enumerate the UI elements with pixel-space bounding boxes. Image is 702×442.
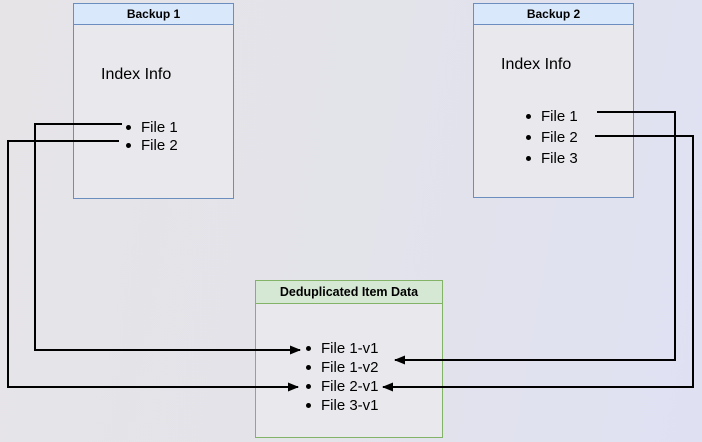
dedup-title: Deduplicated Item Data bbox=[279, 285, 419, 299]
list-item: File 1-v1 bbox=[306, 339, 379, 358]
backup2-header: Backup 2 bbox=[474, 4, 633, 25]
backup1-box: Backup 1 Index Info File 1 File 2 bbox=[73, 3, 234, 199]
backup2-index-info-label: Index Info bbox=[501, 56, 572, 73]
list-item: File 2 bbox=[126, 136, 178, 154]
list-item: File 2-v1 bbox=[306, 377, 379, 396]
bullet-icon bbox=[526, 114, 531, 119]
backup2-title: Backup 2 bbox=[526, 7, 581, 21]
list-item: File 1 bbox=[126, 118, 178, 136]
bullet-icon bbox=[526, 135, 531, 140]
backup1-index-info-label: Index Info bbox=[101, 66, 172, 83]
dedup-header: Deduplicated Item Data bbox=[256, 281, 442, 304]
dedup-file1v1-label: File 1-v1 bbox=[321, 340, 379, 357]
list-item: File 1 bbox=[526, 106, 578, 127]
dedup-file2v1-label: File 2-v1 bbox=[321, 378, 379, 395]
dedup-file3v1-label: File 3-v1 bbox=[321, 397, 379, 414]
backup1-file1-label: File 1 bbox=[141, 118, 178, 136]
dedup-file1v2-label: File 1-v2 bbox=[321, 359, 379, 376]
bullet-icon bbox=[306, 346, 311, 351]
backup1-header: Backup 1 bbox=[74, 4, 233, 25]
backup1-file-list: File 1 File 2 bbox=[126, 118, 178, 154]
bullet-icon bbox=[306, 403, 311, 408]
backup2-file2-label: File 2 bbox=[541, 129, 578, 146]
list-item: File 1-v2 bbox=[306, 358, 379, 377]
bullet-icon bbox=[126, 124, 131, 130]
bullet-icon bbox=[306, 365, 311, 370]
backup2-file1-label: File 1 bbox=[541, 108, 578, 125]
backup2-file-list: File 1 File 2 File 3 bbox=[526, 106, 578, 169]
backup2-file3-label: File 3 bbox=[541, 150, 578, 167]
backup2-box: Backup 2 Index Info File 1 File 2 File 3 bbox=[473, 3, 634, 198]
bullet-icon bbox=[306, 384, 311, 389]
list-item: File 3-v1 bbox=[306, 396, 379, 415]
backup1-title: Backup 1 bbox=[126, 7, 181, 21]
bullet-icon bbox=[526, 156, 531, 161]
dedup-box: Deduplicated Item Data File 1-v1 File 1-… bbox=[255, 280, 443, 438]
backup1-file2-label: File 2 bbox=[141, 136, 178, 154]
list-item: File 3 bbox=[526, 148, 578, 169]
list-item: File 2 bbox=[526, 127, 578, 148]
bullet-icon bbox=[126, 142, 131, 148]
dedup-file-list: File 1-v1 File 1-v2 File 2-v1 File 3-v1 bbox=[306, 339, 379, 415]
